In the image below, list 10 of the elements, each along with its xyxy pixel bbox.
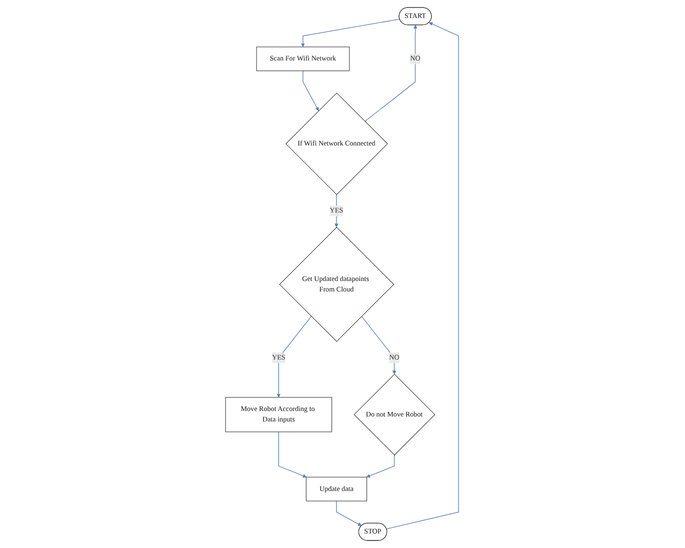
arrow xyxy=(386,22,460,530)
arrow xyxy=(365,24,418,122)
arrow xyxy=(366,454,396,478)
arrow xyxy=(278,432,308,478)
arrow xyxy=(336,500,362,526)
arrow xyxy=(362,316,397,374)
arrow xyxy=(335,194,339,228)
arrow xyxy=(277,316,312,398)
arrow xyxy=(303,70,320,111)
arrow xyxy=(301,18,401,48)
